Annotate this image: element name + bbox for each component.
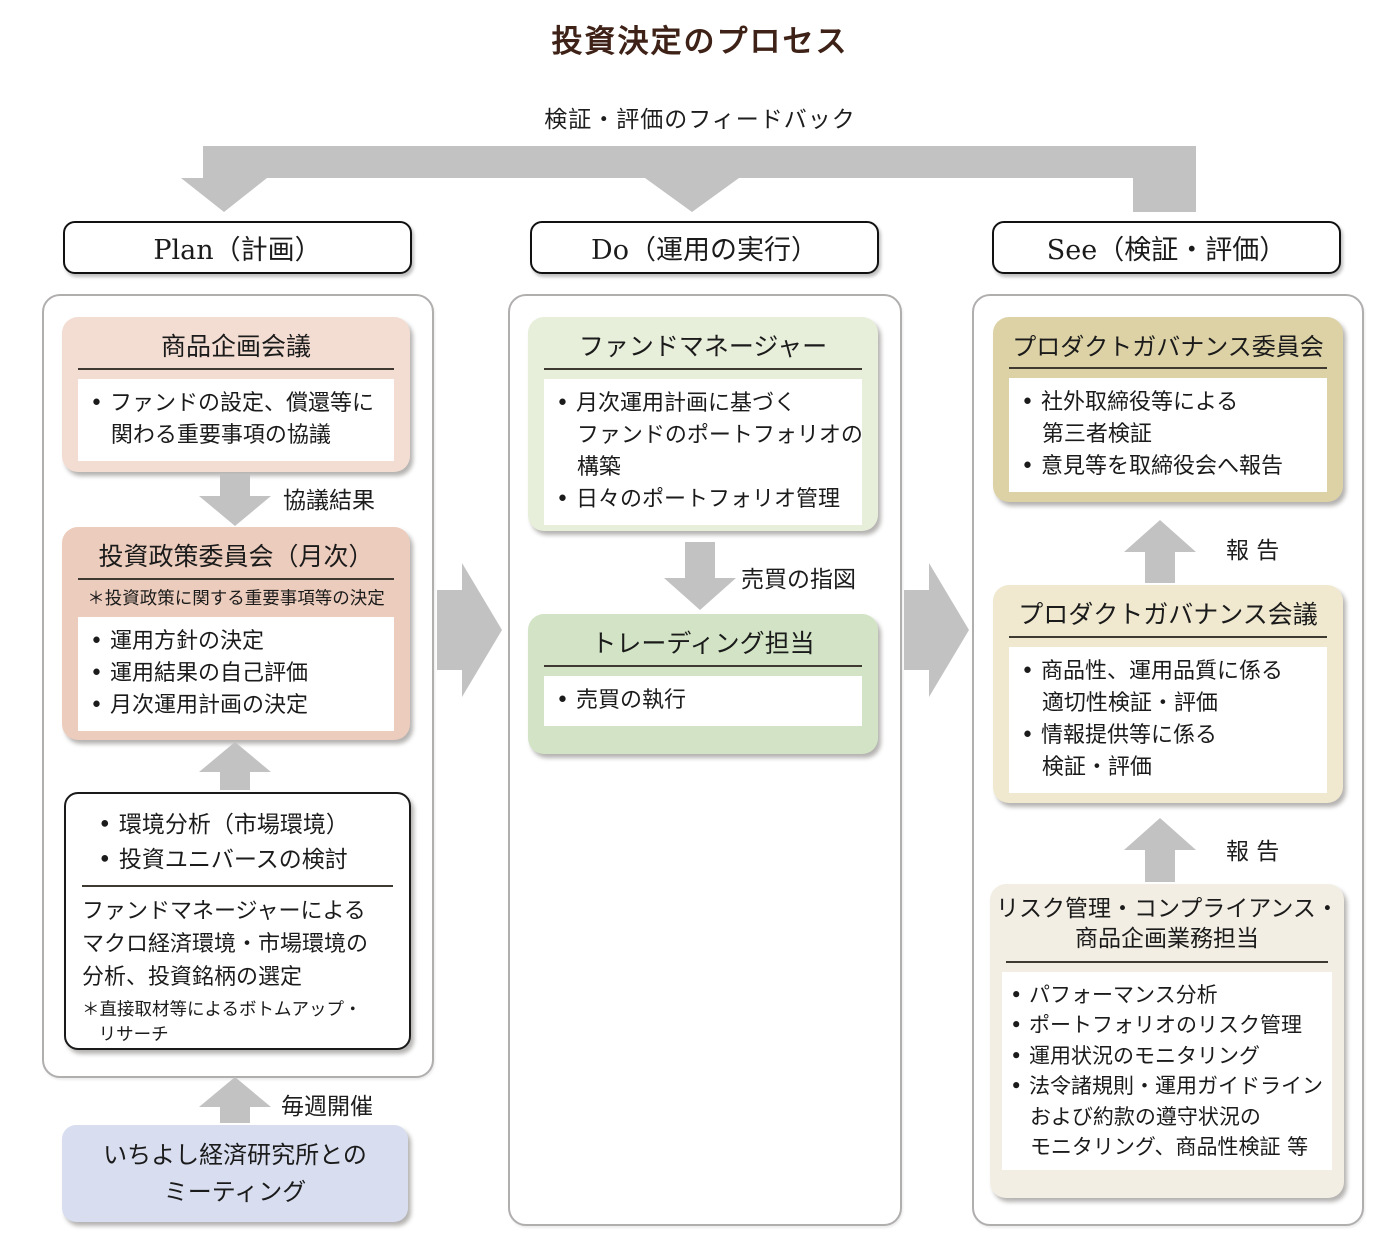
bullet-line: • 月次運用計画に基づく (556, 391, 796, 416)
risk-compliance-product-planning-box: リスク管理・コンプライアンス・ 商品企画業務担当 • パフォーマンス分析 • ポ… (990, 884, 1344, 1198)
bullet-line: • 環境分析（市場環境） (98, 812, 349, 838)
box-top-lines: • 環境分析（市場環境） • 投資ユニバースの検討 (82, 808, 393, 877)
bullet-line: • 日々のポートフォリオ管理 (556, 486, 840, 512)
bullet-line: および約款の遵守状況の (1029, 1104, 1261, 1129)
divider (544, 368, 862, 370)
note-line: リサーチ (98, 1024, 169, 1045)
title-line: リスク管理・コンプライアンス・ (996, 896, 1339, 922)
divider (1009, 367, 1327, 369)
bullet-line: • 運用状況のモニタリング (1010, 1043, 1261, 1068)
do-column-header: Do（運用の実行） (530, 221, 879, 274)
box-body: • 社外取締役等による 第三者検証 • 意見等を取締役会へ報告 (1009, 378, 1327, 492)
bullet-line: • 投資ユニバースの検討 (98, 846, 348, 873)
box-title: ファンドマネージャー (578, 332, 828, 361)
bullet-line: ファンドのポートフォリオの (576, 422, 863, 448)
up-arrow-icon (199, 742, 271, 790)
box-body: • 商品性、運用品質に係る 適切性検証・評価 • 情報提供等に係る 検証・評価 (1009, 647, 1327, 793)
page-title: 投資決定のプロセス (551, 24, 849, 60)
bullet-line: 検証・評価 (1041, 754, 1152, 780)
bullet-line: • 意見等を取締役会へ報告 (1021, 453, 1283, 479)
up-arrow-icon (199, 1077, 271, 1123)
up-arrow-icon (1124, 520, 1196, 583)
divider (82, 885, 393, 887)
plan-header-label: Plan（計画） (153, 235, 322, 266)
investment-policy-committee-box: 投資政策委員会（月次） ＊投資政策に関する重要事項等の決定 • 運用方針の決定 … (62, 527, 410, 740)
box-body: • 月次運用計画に基づく ファンドのポートフォリオの 構築 • 日々のポートフォ… (544, 379, 863, 525)
text-line: ミーティング (163, 1178, 307, 1207)
text-line: いちよし経済研究所との (103, 1141, 367, 1169)
plan-column-header: Plan（計画） (63, 221, 412, 274)
research-institute-meeting-box: いちよし経済研究所との ミーティング (62, 1125, 408, 1222)
text-line: マクロ経済環境・市場環境の (82, 932, 369, 957)
report-label: 報 告 (1226, 538, 1280, 564)
box-body: • 売買の執行 (544, 676, 862, 726)
product-governance-meeting-box: プロダクトガバナンス会議 • 商品性、運用品質に係る 適切性検証・評価 • 情報… (993, 585, 1343, 803)
bullet-line: 第三者検証 (1041, 421, 1152, 447)
consultation-result-label: 協議結果 (283, 488, 375, 514)
bullet-line: • 法令諸規則・運用ガイドライン (1010, 1074, 1324, 1099)
box-title: 投資政策委員会（月次） (98, 542, 374, 571)
see-column-header: See（検証・評価） (992, 221, 1341, 274)
bullet-line: • 運用結果の自己評価 (90, 660, 308, 686)
see-header-label: See（検証・評価） (1046, 235, 1287, 266)
bullet-line: • 売買の執行 (556, 688, 686, 713)
box-body: • パフォーマンス分析 • ポートフォリオのリスク管理 • 運用状況のモニタリン… (1002, 971, 1332, 1171)
down-arrow-icon (199, 474, 271, 526)
do-header-label: Do（運用の実行） (591, 235, 818, 266)
feedback-arrow-label: 検証・評価のフィードバック (544, 107, 856, 133)
box-title: リスク管理・コンプライアンス・ 商品企画業務担当 (990, 884, 1344, 961)
trade-instruction-label: 売買の指図 (741, 567, 856, 593)
right-arrow-icon (437, 563, 502, 697)
box-title: 商品企画会議 (160, 332, 311, 361)
box-note: ＊投資政策に関する重要事項等の決定 (87, 589, 385, 609)
bullet-line: • ファンドの設定、償還等に (90, 391, 374, 416)
divider (1009, 636, 1327, 638)
title-line: 商品企画業務担当 (1075, 925, 1259, 952)
box-title: トレーディング担当 (591, 629, 815, 658)
box-body: • 運用方針の決定 • 運用結果の自己評価 • 月次運用計画の決定 (78, 617, 394, 731)
trading-desk-box: トレーディング担当 • 売買の執行 (528, 614, 878, 754)
bullet-line: モニタリング、商品性検証 等 (1029, 1134, 1309, 1159)
divider (78, 578, 394, 580)
bullet-line: • 商品性、運用品質に係る (1021, 659, 1283, 684)
bullet-line: 関わる重要事項の協議 (110, 422, 331, 448)
text-line: 分析、投資銘柄の選定 (82, 965, 303, 990)
bullet-line: • ポートフォリオのリスク管理 (1010, 1013, 1303, 1038)
divider (1006, 960, 1328, 963)
note-line: ＊直接取材等によるボトムアップ・ (82, 1000, 362, 1020)
fund-manager-box: ファンドマネージャー • 月次運用計画に基づく ファンドのポートフォリオの 構築… (528, 317, 878, 531)
feedback-arrow (181, 146, 1196, 212)
product-governance-committee-box: プロダクトガバナンス委員会 • 社外取締役等による 第三者検証 • 意見等を取締… (993, 317, 1343, 502)
report-label: 報 告 (1226, 839, 1280, 865)
box-title: プロダクトガバナンス会議 (1018, 600, 1318, 629)
text-line: ファンドマネージャーによる (82, 899, 366, 924)
box-body: • ファンドの設定、償還等に 関わる重要事項の協議 (78, 379, 394, 461)
bullet-line: • 運用方針の決定 (90, 629, 264, 654)
bullet-line: • 情報提供等に係る (1021, 722, 1217, 748)
divider (78, 368, 394, 370)
bullet-line: • 月次運用計画の決定 (90, 692, 308, 718)
environment-analysis-box: • 環境分析（市場環境） • 投資ユニバースの検討 ファンドマネージャーによる … (64, 792, 411, 1050)
product-planning-meeting-box: 商品企画会議 • ファンドの設定、償還等に 関わる重要事項の協議 (62, 317, 410, 472)
bullet-line: 構築 (576, 454, 621, 480)
box-note: ＊直接取材等によるボトムアップ・ リサーチ (82, 994, 393, 1047)
up-arrow-icon (1124, 818, 1196, 882)
right-arrow-icon (904, 563, 969, 697)
box-paragraph: ファンドマネージャーによる マクロ経済環境・市場環境の 分析、投資銘柄の選定 (82, 895, 393, 994)
weekly-meeting-label: 毎週開催 (281, 1094, 373, 1120)
bullet-line: 適切性検証・評価 (1041, 690, 1218, 716)
down-arrow-icon (664, 542, 736, 610)
bullet-line: • 社外取締役等による (1021, 390, 1239, 415)
bullet-line: • パフォーマンス分析 (1010, 982, 1218, 1007)
divider (544, 665, 862, 667)
box-title: プロダクトガバナンス委員会 (1012, 333, 1324, 361)
